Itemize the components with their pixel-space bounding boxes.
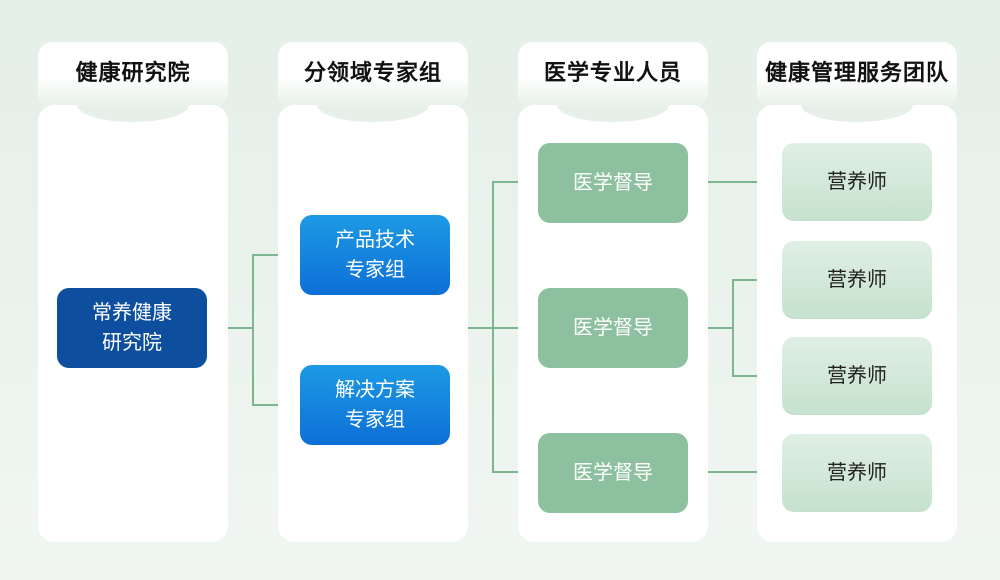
node-label-line2: 研究院 xyxy=(102,332,162,354)
connector-spine-column3 xyxy=(492,181,494,473)
node-label: 营养师 xyxy=(827,365,887,387)
node-nutritionist-3: 营养师 xyxy=(782,337,932,415)
node-nutritionist-4: 营养师 xyxy=(782,434,932,512)
node-health-institute: 常养健康 研究院 xyxy=(57,288,207,368)
node-label-line2: 专家组 xyxy=(345,259,405,281)
node-label: 营养师 xyxy=(827,269,887,291)
connector-supervisor1-nutritionist1 xyxy=(686,181,784,183)
connector-spine-column4 xyxy=(732,279,734,377)
column-header-expert-groups: 分领域专家组 xyxy=(278,42,468,108)
node-label: 医学督导 xyxy=(573,317,653,339)
column-panel-expert-groups xyxy=(278,105,468,542)
node-nutritionist-1: 营养师 xyxy=(782,143,932,221)
node-product-tech-expert-group: 产品技术 专家组 xyxy=(300,215,450,295)
node-label: 医学督导 xyxy=(573,172,653,194)
node-medical-supervisor-1: 医学督导 xyxy=(538,143,688,223)
node-medical-supervisor-2: 医学督导 xyxy=(538,288,688,368)
connector-stub-solution-group xyxy=(252,404,302,406)
node-solution-expert-group: 解决方案 专家组 xyxy=(300,365,450,445)
node-medical-supervisor-3: 医学督导 xyxy=(538,433,688,513)
node-nutritionist-2: 营养师 xyxy=(782,241,932,319)
connector-spine-column2 xyxy=(252,254,254,406)
column-header-research-institute: 健康研究院 xyxy=(38,42,228,108)
column-header-medical-professionals: 医学专业人员 xyxy=(518,42,708,108)
connector-stub-product-group xyxy=(252,254,302,256)
connector-column2-to-column3 xyxy=(448,327,540,329)
node-label-line2: 专家组 xyxy=(345,409,405,431)
node-label: 医学督导 xyxy=(573,462,653,484)
connector-stub-supervisor-1 xyxy=(492,181,540,183)
node-label: 营养师 xyxy=(827,171,887,193)
column-header-service-team: 健康管理服务团队 xyxy=(757,42,957,108)
node-label-line1: 常养健康 xyxy=(92,302,172,324)
connector-stub-supervisor-3 xyxy=(492,471,540,473)
node-label-line1: 解决方案 xyxy=(335,379,415,401)
node-label: 营养师 xyxy=(827,462,887,484)
node-label-line1: 产品技术 xyxy=(335,229,415,251)
connector-supervisor3-nutritionist4 xyxy=(686,471,784,473)
connector-institute-to-spine xyxy=(207,327,253,329)
connector-supervisor2-to-spine xyxy=(686,327,734,329)
